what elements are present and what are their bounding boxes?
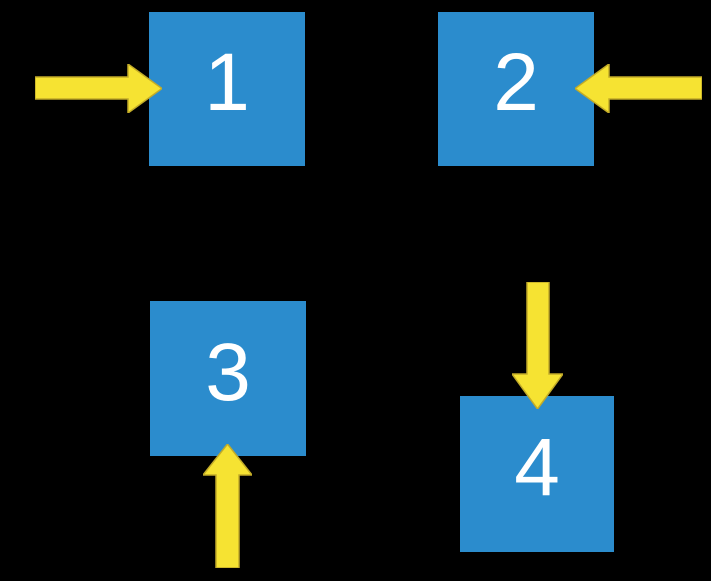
arrow-left-icon: [575, 64, 702, 113]
box-2-label: 2: [493, 37, 539, 128]
box-1: 1: [149, 12, 305, 166]
box-4-label: 4: [514, 422, 560, 513]
box-3: 3: [150, 301, 306, 456]
box-3-label: 3: [205, 326, 251, 418]
box-4: 4: [460, 396, 614, 552]
arrow-right-icon: [35, 64, 162, 113]
arrow-down-icon: [512, 282, 563, 409]
box-1-label: 1: [204, 37, 250, 128]
arrow-up-icon: [203, 444, 252, 568]
box-2: 2: [438, 12, 594, 166]
